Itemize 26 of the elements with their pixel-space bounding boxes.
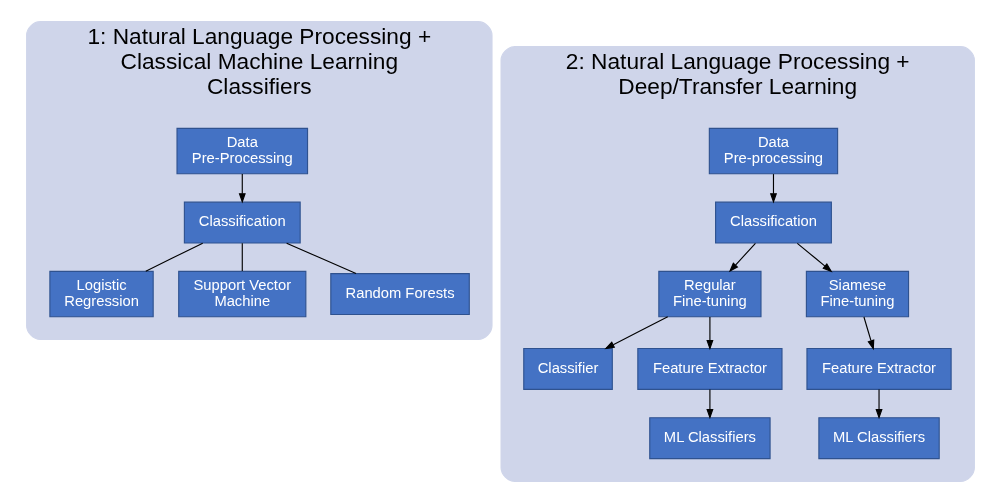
node-box: Feature Extractor <box>806 348 952 390</box>
arrow <box>706 388 714 420</box>
node-box: Data Pre-Processing <box>176 127 309 175</box>
arrow <box>706 316 714 351</box>
node-box: ML Classifiers <box>649 417 771 460</box>
node-box: Logistic Regression <box>49 270 154 318</box>
node-box: Random Forests <box>330 273 470 316</box>
arrow <box>863 316 875 351</box>
node-box: Classification <box>183 201 301 244</box>
node-box: Regular Fine-tuning <box>658 270 762 318</box>
node-box: ML Classifiers <box>818 417 940 460</box>
node-box: Support Vector Machine <box>178 270 307 318</box>
arrow <box>796 242 833 273</box>
node-box: Classification <box>715 201 832 244</box>
arrow <box>769 173 778 204</box>
arrow <box>728 242 756 273</box>
arrow <box>604 316 669 350</box>
arrow <box>238 173 246 204</box>
node-box: Feature Extractor <box>637 348 783 390</box>
node-box: Data Pre-processing <box>708 127 839 175</box>
arrow <box>875 388 883 420</box>
node-box: Classifier <box>523 348 613 390</box>
connector <box>241 242 243 272</box>
node-box: Siamese Fine-tuning <box>805 270 910 318</box>
connector <box>286 242 357 275</box>
connector <box>145 242 204 272</box>
